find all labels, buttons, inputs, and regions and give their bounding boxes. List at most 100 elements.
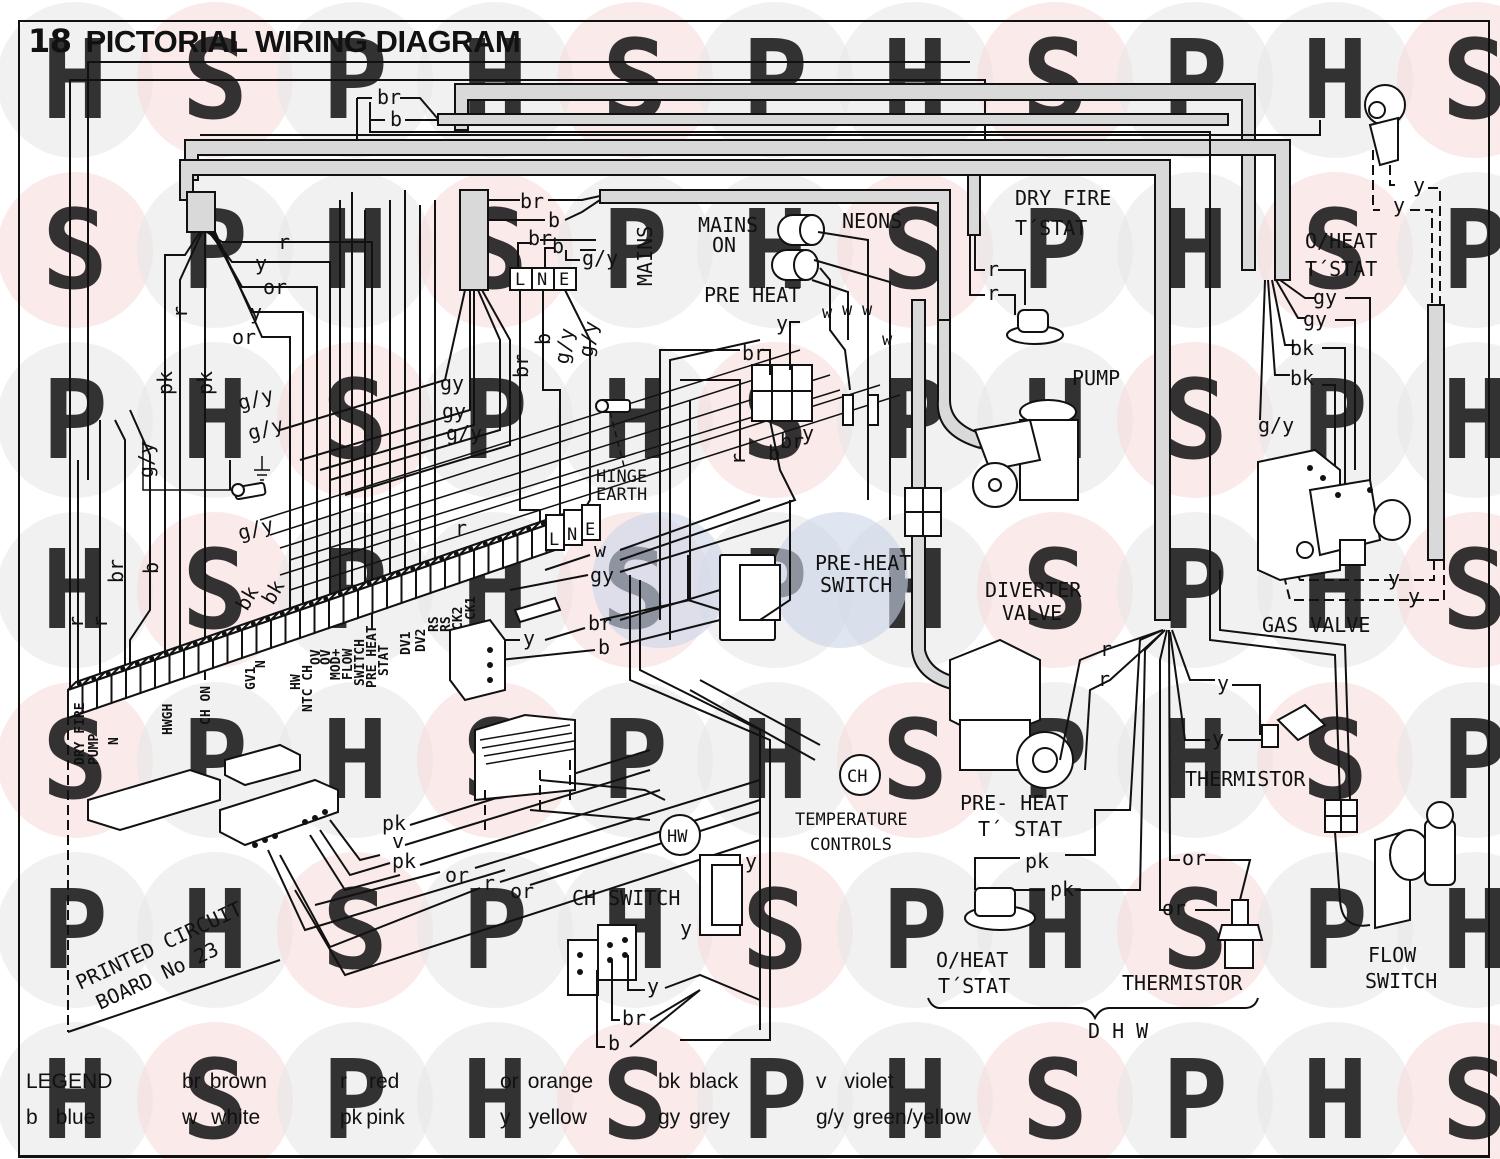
terminal-screw bbox=[468, 546, 474, 551]
watermark-circle bbox=[417, 852, 573, 1008]
wire-label: r bbox=[987, 281, 999, 305]
terminal-label: PRE HEAT bbox=[365, 625, 380, 688]
terminal-slot bbox=[342, 588, 359, 625]
watermark-letter: H bbox=[322, 186, 388, 314]
wire-label: bk bbox=[257, 576, 290, 609]
watermark-circle bbox=[1397, 1022, 1500, 1159]
watermark-letter: P bbox=[1162, 1036, 1228, 1159]
watermark-letter: S bbox=[42, 186, 108, 314]
terminal-screw bbox=[410, 566, 416, 571]
watermark-letter: P bbox=[742, 1036, 808, 1159]
dry-fire-tstat: DRY FIRE T´STAT r r bbox=[967, 174, 1111, 345]
terminal-screw bbox=[395, 571, 401, 576]
ch-switch: CH SWITCH y br b y y bbox=[567, 849, 761, 1055]
watermark-letter: S bbox=[1442, 1036, 1500, 1159]
terminal-screw bbox=[366, 581, 372, 586]
hinge-earth: HINGE EARTH bbox=[595, 399, 647, 505]
wire-label: br bbox=[509, 354, 533, 378]
ch-dial: CH TEMPERATURE CONTROLS bbox=[689, 679, 908, 855]
pcb-terminal-n: N bbox=[567, 525, 577, 545]
wire-label: b bbox=[608, 1031, 620, 1055]
diverter-valve-label-2: VALVE bbox=[1002, 601, 1062, 625]
terminal-slot bbox=[255, 618, 272, 655]
terminal-label: N bbox=[107, 737, 122, 745]
watermark-circle bbox=[1397, 682, 1500, 838]
terminal-l: L bbox=[515, 270, 525, 290]
watermark-circle bbox=[1397, 172, 1500, 328]
wire-label: r bbox=[1100, 637, 1112, 661]
wire-label: y bbox=[802, 421, 814, 445]
terminal-slot bbox=[139, 658, 156, 695]
transformer bbox=[474, 713, 576, 830]
terminal-label: NTC CH bbox=[301, 665, 316, 712]
terminal-label: STAT bbox=[377, 645, 392, 676]
watermark-circle bbox=[277, 1022, 433, 1159]
terminal-screw bbox=[149, 656, 155, 661]
thermistor-icon bbox=[1261, 703, 1327, 748]
wire-label: y bbox=[680, 916, 692, 940]
watermark-circle bbox=[557, 172, 713, 328]
watermark-circle bbox=[1397, 342, 1500, 498]
oheat-tstat-top-label-2: T´STAT bbox=[1305, 257, 1377, 281]
terminal-screw bbox=[497, 536, 503, 541]
watermark-letter: P bbox=[42, 866, 108, 994]
terminal-screw bbox=[134, 661, 140, 666]
terminal-slot bbox=[168, 648, 185, 685]
wire-label: y bbox=[1408, 584, 1420, 608]
flow-switch: FLOW SWITCH bbox=[1209, 560, 1456, 993]
flow-switch-label-2: SWITCH bbox=[1365, 969, 1437, 993]
watermark-letter: P bbox=[462, 866, 528, 994]
wire-label: w bbox=[594, 538, 607, 562]
thermistor-right: y y THERMISTOR bbox=[1169, 629, 1327, 791]
wire-label: y bbox=[1393, 193, 1405, 217]
wire-label: w bbox=[862, 300, 873, 320]
hinge-earth-label-2: EARTH bbox=[596, 485, 647, 505]
terminal-screw bbox=[265, 616, 271, 621]
diverter-valve-label: DIVERTER bbox=[985, 578, 1082, 602]
terminal-screw bbox=[91, 676, 97, 681]
terminal-screw bbox=[163, 651, 169, 656]
watermark-circle bbox=[0, 1022, 153, 1159]
oheat-tstat-top: O/HEAT T´STAT y y y y bk bk gy gy g/y bbox=[1258, 84, 1445, 608]
terminal-screw bbox=[236, 626, 242, 631]
wire-label: y bbox=[745, 849, 757, 873]
terminal-screw bbox=[178, 646, 184, 651]
watermark-letter: S bbox=[182, 1036, 248, 1159]
terminal-label: N bbox=[254, 660, 269, 668]
diverter-valve: DIVERTER VALVE r r PRE- HEAT T´ STAT bbox=[904, 299, 1164, 841]
dhw-label: D H W bbox=[1088, 1019, 1149, 1043]
terminal-slot bbox=[386, 573, 403, 610]
watermark-circle bbox=[137, 172, 293, 328]
wire-label: or bbox=[232, 325, 256, 349]
ch-switch-label: CH SWITCH bbox=[572, 886, 680, 910]
wire-label: gy bbox=[1313, 285, 1337, 309]
pre-heat-switch-label-2: SWITCH bbox=[820, 573, 892, 597]
wire-label: bk bbox=[1290, 336, 1314, 360]
pcb-terminal-l: L bbox=[549, 530, 559, 550]
wire-label: b bbox=[390, 107, 402, 131]
terminal-slot bbox=[154, 653, 171, 690]
terminal-screw bbox=[424, 561, 430, 566]
wire-label: y bbox=[776, 311, 788, 335]
watermark-letter: S bbox=[1022, 526, 1088, 654]
terminal-label: CK2 bbox=[451, 607, 466, 630]
mains-on-label-2: ON bbox=[712, 233, 736, 257]
terminal-slot bbox=[110, 668, 127, 705]
pre-heat-switch: PRE-HEAT SWITCH w gy br b y r bbox=[455, 499, 911, 1041]
neons-label: NEONS bbox=[842, 209, 902, 233]
wire-label: y bbox=[523, 626, 535, 650]
wire-label: v bbox=[392, 829, 404, 853]
pcb-mains-terminal: L N E bbox=[545, 504, 601, 551]
terminal-label: SWITCH bbox=[353, 639, 368, 686]
terminal-screw bbox=[120, 666, 126, 671]
watermark-circle bbox=[697, 1022, 853, 1159]
pre-heat-label: PRE HEAT bbox=[704, 283, 800, 307]
terminal-slot bbox=[429, 558, 446, 595]
wire-label: w bbox=[882, 330, 893, 350]
